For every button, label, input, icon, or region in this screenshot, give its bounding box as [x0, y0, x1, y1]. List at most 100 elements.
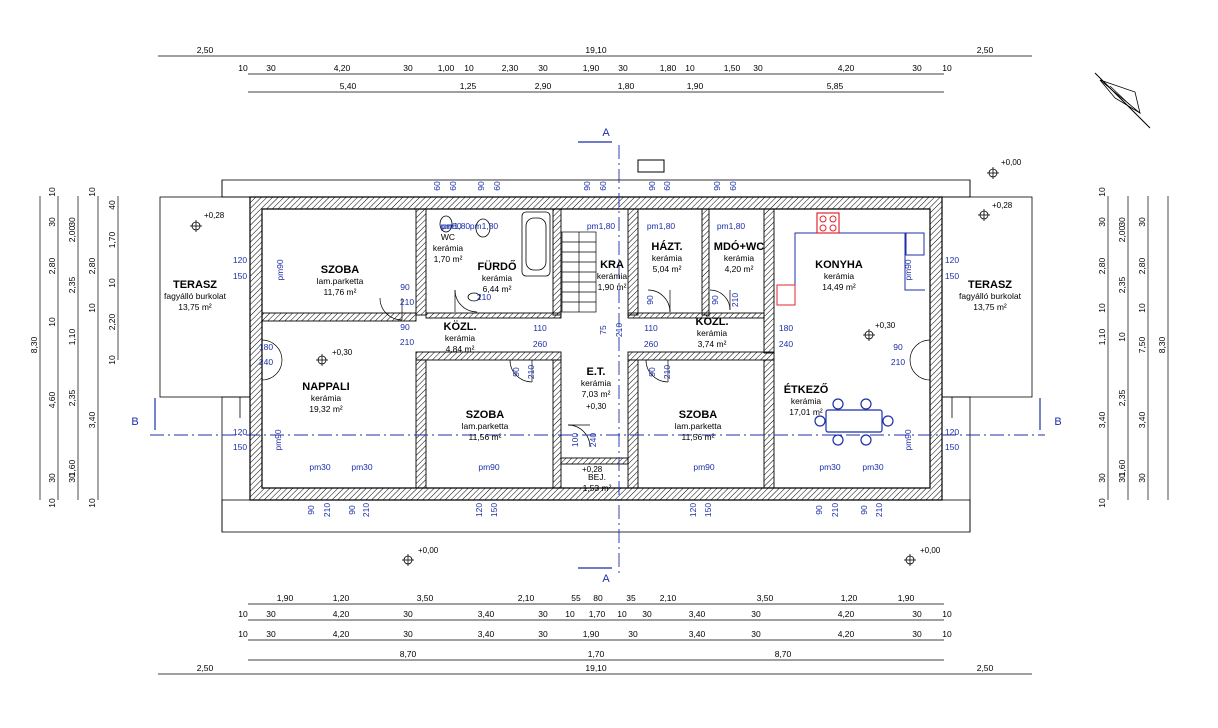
opening-label: pm90 — [693, 462, 715, 472]
left-dim-col5: 10 — [107, 278, 117, 288]
opening-label: 260 — [644, 339, 658, 349]
bottom-dim-row3: 3,40 — [478, 629, 495, 639]
bottom-dim-row3: 4,20 — [838, 629, 855, 639]
left-dim-col2: 2,80 — [47, 257, 57, 274]
right-dim-col1: 10 — [1097, 303, 1107, 313]
bottom-dim-row3: 3,40 — [689, 629, 706, 639]
bottom-dim-row3: 1,90 — [583, 629, 600, 639]
right-dim-col3: 10 — [1137, 303, 1147, 313]
bottom-dim-row3: 4,20 — [333, 629, 350, 639]
left-dim-col3: 30 — [67, 217, 77, 227]
level-label: +0,30 — [332, 348, 353, 357]
opening-label: pm1,80 — [587, 221, 616, 231]
opening-label: 210 — [322, 503, 332, 517]
top-dim-row2: 10 — [238, 63, 248, 73]
bottom-dim-row1: 1,20 — [841, 593, 858, 603]
left-dim-col3: 1,60 — [67, 459, 77, 476]
left-dim-col3: 2,35 — [67, 276, 77, 293]
opening-label: 150 — [945, 442, 959, 452]
opening-label: 150 — [233, 271, 247, 281]
bottom-dim-row3: 30 — [403, 629, 413, 639]
opening-label: pm90 — [478, 462, 500, 472]
room-floor: lam.parketta — [317, 276, 364, 286]
right-dim-col1: 10 — [1097, 498, 1107, 508]
opening-label: 210 — [874, 503, 884, 517]
left-dim-col2: 10 — [47, 187, 57, 197]
opening-label: pm90 — [903, 429, 913, 451]
opening-label: 90 — [712, 181, 722, 191]
opening-label: 210 — [400, 337, 414, 347]
room-area: 1,53 m² — [583, 483, 612, 493]
room-area: 14,49 m² — [822, 282, 856, 292]
opening-label: 90 — [814, 505, 824, 515]
bottom-dim-row2: 30 — [538, 609, 548, 619]
right-dim-col1: 30 — [1097, 473, 1107, 483]
opening-label: 90 — [400, 322, 410, 332]
opening-label: 90 — [476, 181, 486, 191]
room-name: TERASZ — [968, 279, 1012, 291]
kitchen-counter — [794, 232, 925, 291]
bathroom-fixtures — [439, 211, 551, 302]
opening-label: 210 — [891, 357, 905, 367]
bottom-dim-row1: 1,90 — [898, 593, 915, 603]
room-name: WC — [441, 232, 455, 242]
interior-walls — [261, 208, 775, 489]
bottom-dim-row2: 10 — [238, 609, 248, 619]
opening-label: 90 — [306, 505, 316, 515]
room-area: 3,74 m² — [698, 339, 727, 349]
stove-icon — [816, 212, 840, 234]
room-floor: kerámia — [581, 378, 612, 388]
bottom-dim-row1: 35 — [626, 593, 636, 603]
right-dim-col2: 2,35 — [1117, 389, 1127, 406]
room-floor: kerámia — [433, 243, 464, 253]
stair — [561, 231, 597, 313]
opening-label: 90 — [859, 505, 869, 515]
bottom-dim-row1: 1,90 — [277, 593, 294, 603]
left-dim-col3: 1,10 — [67, 328, 77, 345]
opening-label: 60 — [492, 181, 502, 191]
bottom-dim-row2: 3,40 — [478, 609, 495, 619]
top-dim-row2: 2,30 — [502, 63, 519, 73]
right-dim-col2: 30 — [1117, 217, 1127, 227]
top-dim-row2: 10 — [464, 63, 474, 73]
room-area: 7,03 m² — [582, 389, 611, 399]
bottom-dim-row2: 10 — [942, 609, 952, 619]
left-dim-col4: 2,80 — [87, 257, 97, 274]
room-floor: kerámia — [724, 253, 755, 263]
top-dim-row3: 1,80 — [618, 81, 635, 91]
left-dim-col1: 8,30 — [29, 336, 39, 353]
opening-label: 180 — [259, 342, 273, 352]
opening-label: pm30 — [309, 462, 331, 472]
top-dim-row3: 5,85 — [827, 81, 844, 91]
room-area: 5,04 m² — [653, 264, 682, 274]
right-dim-col3: 3,40 — [1137, 411, 1147, 428]
room-floor: fagyálló burkolat — [164, 291, 227, 301]
room-area: 4,20 m² — [725, 264, 754, 274]
opening-label: pm30 — [819, 462, 841, 472]
opening-label: 60 — [662, 181, 672, 191]
bottom-dim-row3: 30 — [538, 629, 548, 639]
opening-label: pm90 — [275, 259, 285, 281]
opening-label: 60 — [598, 181, 608, 191]
room-name: KÖZL. — [696, 315, 729, 328]
bottom-dim-row3: 30 — [751, 629, 761, 639]
room-floor: kerámia — [791, 396, 822, 406]
bottom-dim-row1: 80 — [593, 593, 603, 603]
opening-label: 210 — [614, 323, 624, 337]
opening-label: pm30 — [862, 462, 884, 472]
bottom-dim-row2: 30 — [266, 609, 276, 619]
opening-label: 90 — [645, 295, 655, 305]
bottom-dim-row2: 30 — [403, 609, 413, 619]
opening-label: 240 — [588, 433, 598, 447]
top-dim-row2: 1,90 — [583, 63, 600, 73]
top-dim-row2: 10 — [685, 63, 695, 73]
opening-label: 60 — [728, 181, 738, 191]
left-dim-col2: 10 — [47, 498, 57, 508]
opening-label: 150 — [945, 271, 959, 281]
room-floor: kerámia — [311, 393, 342, 403]
opening-label: 120 — [233, 255, 247, 265]
opening-label: pm90 — [903, 259, 913, 281]
room-floor: fagyálló burkolat — [959, 291, 1022, 301]
opening-label: 120 — [474, 503, 484, 517]
left-dim-col2: 10 — [47, 317, 57, 327]
